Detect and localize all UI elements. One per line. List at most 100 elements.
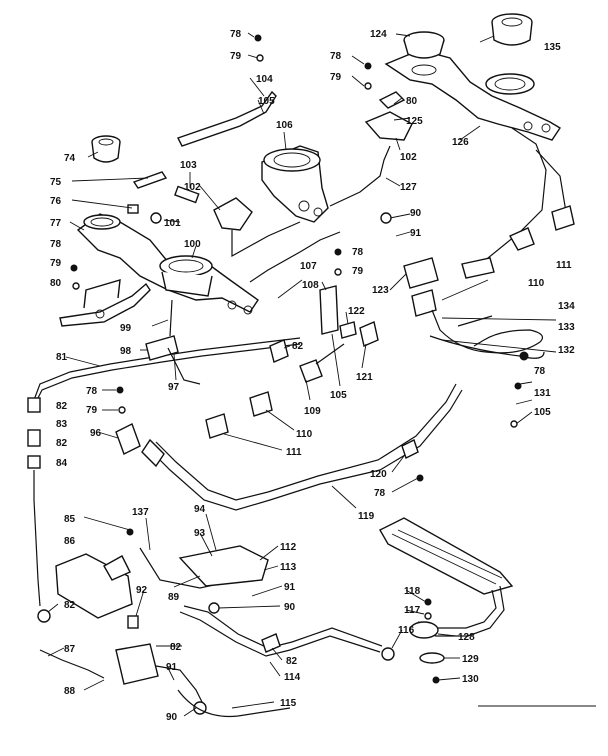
label-74: 74 [64, 153, 76, 164]
label-102: 102 [400, 152, 417, 163]
label-99: 99 [120, 323, 132, 334]
label-92: 92 [136, 585, 148, 596]
label-131: 131 [534, 388, 551, 399]
label-135: 135 [544, 42, 561, 53]
label-110: 110 [528, 278, 545, 289]
label-87: 87 [64, 644, 76, 655]
label-105: 105 [258, 96, 275, 107]
label-78: 78 [374, 488, 386, 499]
label-120: 120 [370, 469, 387, 480]
label-126: 126 [452, 137, 469, 148]
label-79: 79 [230, 51, 242, 62]
label-78: 78 [330, 51, 342, 62]
label-79: 79 [86, 405, 98, 416]
broiler-burner [379, 517, 514, 664]
label-129: 129 [462, 654, 479, 665]
label-137: 137 [132, 507, 149, 518]
label-103: 103 [180, 160, 197, 171]
label-90: 90 [166, 712, 178, 723]
label-133: 133 [558, 322, 575, 333]
label-82: 82 [56, 401, 68, 412]
label-89: 89 [168, 592, 180, 603]
label-97: 97 [168, 382, 180, 393]
label-79: 79 [330, 72, 342, 83]
label-78: 78 [534, 366, 546, 377]
leader-lines [47, 32, 557, 717]
part-labels: 74 75 76 77 78 79 80 78 79 104 105 106 1… [50, 29, 575, 723]
label-113: 113 [280, 562, 297, 573]
label-123: 123 [372, 285, 389, 296]
label-105: 105 [330, 390, 347, 401]
label-132: 132 [558, 345, 575, 356]
label-108: 108 [302, 280, 319, 291]
label-82: 82 [286, 656, 298, 667]
label-82: 82 [292, 341, 304, 352]
label-78: 78 [230, 29, 242, 40]
label-121: 121 [356, 372, 373, 383]
label-84: 84 [56, 458, 68, 469]
right-burner-assembly [364, 13, 575, 273]
label-96: 96 [90, 428, 102, 439]
left-burner-assembly [59, 135, 259, 327]
label-128: 128 [458, 632, 475, 643]
label-125: 125 [406, 116, 423, 127]
label-98: 98 [120, 346, 132, 357]
label-104: 104 [256, 74, 273, 85]
label-82: 82 [170, 642, 182, 653]
label-127: 127 [400, 182, 417, 193]
oven-burner-tube [115, 383, 463, 511]
label-117: 117 [404, 605, 421, 616]
label-82: 82 [64, 600, 76, 611]
label-91: 91 [410, 228, 422, 239]
manifold [27, 299, 301, 623]
label-112: 112 [280, 542, 297, 553]
label-79: 79 [50, 258, 62, 269]
fasteners [70, 34, 522, 684]
label-106: 106 [276, 120, 293, 131]
label-85: 85 [64, 514, 76, 525]
label-110: 110 [296, 429, 313, 440]
label-116: 116 [398, 625, 415, 636]
line-art [27, 13, 596, 718]
center-valves [205, 231, 545, 439]
label-100: 100 [184, 239, 201, 250]
label-91: 91 [166, 662, 178, 673]
label-109: 109 [304, 406, 321, 417]
label-80: 80 [50, 278, 62, 289]
label-105: 105 [534, 407, 551, 418]
label-101: 101 [164, 218, 181, 229]
label-91: 91 [284, 582, 296, 593]
label-93: 93 [194, 528, 206, 539]
label-111: 111 [556, 260, 572, 271]
label-78: 78 [86, 386, 98, 397]
label-83: 83 [56, 419, 68, 430]
label-90: 90 [410, 208, 422, 219]
label-81: 81 [56, 352, 68, 363]
label-78: 78 [352, 247, 364, 258]
label-124: 124 [370, 29, 387, 40]
label-130: 130 [462, 674, 479, 685]
label-86: 86 [64, 536, 76, 547]
label-134: 134 [558, 301, 575, 312]
label-88: 88 [64, 686, 76, 697]
label-122: 122 [348, 306, 365, 317]
label-76: 76 [50, 196, 62, 207]
label-107: 107 [300, 261, 317, 272]
label-118: 118 [404, 586, 421, 597]
label-75: 75 [50, 177, 62, 188]
label-90: 90 [284, 602, 296, 613]
label-77: 77 [50, 218, 62, 229]
label-82: 82 [56, 438, 68, 449]
label-115: 115 [280, 698, 297, 709]
label-114: 114 [284, 672, 301, 683]
label-111: 111 [286, 447, 302, 458]
center-burner-assembly [174, 90, 391, 258]
label-79: 79 [352, 266, 364, 277]
label-119: 119 [358, 511, 375, 522]
oven-controls [39, 545, 383, 718]
label-80: 80 [406, 96, 418, 107]
label-102: 102 [184, 182, 201, 193]
label-94: 94 [194, 504, 206, 515]
label-78: 78 [50, 239, 62, 250]
